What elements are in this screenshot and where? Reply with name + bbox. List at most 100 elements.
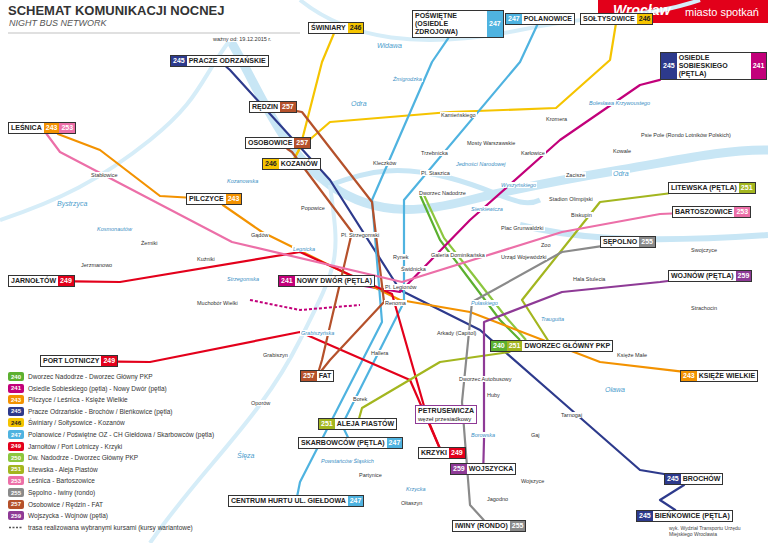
route-badge: 249 [58, 276, 74, 286]
legend-text: Leśnica - Bartoszowice [28, 477, 95, 484]
credit-note: wyk. Wydział Transportu Urzędu Miejskieg… [668, 526, 766, 537]
route-badge: 245 [661, 53, 677, 79]
route-badge: 247 [487, 11, 503, 37]
terminal-box: KRZYKI249 [418, 447, 466, 459]
terminal-name: BIEŃKOWICE (PĘTLA) [653, 511, 732, 521]
terminal-name: IWINY (RONDO) [453, 521, 510, 531]
stop-name: Kromera [545, 116, 568, 122]
terminal-name: NOWY DWÓR (PĘTLA) [295, 276, 374, 286]
legend-text: Jarnołtów / Port Lotniczy - Krzyki [28, 443, 122, 450]
stop-name: Jagodno [486, 496, 509, 502]
route-badge: 241 [751, 53, 767, 79]
street-name: Kosmonautów [96, 226, 133, 232]
legend-text: trasa realizowana wybranymi kursami (kur… [28, 524, 193, 531]
bus-route [297, 38, 448, 495]
bus-route [287, 149, 352, 370]
route-number: 250 [11, 455, 21, 461]
terminal-box: 241NOWY DWÓR (PĘTLA) [278, 275, 375, 287]
street-name: Legnicka [292, 246, 316, 252]
route-badge: 257 [280, 102, 296, 112]
logo-slogan: miasto spotkań [684, 6, 760, 18]
legend-swatch: 246 [8, 418, 24, 427]
stop-name: Plac Grunwaldzki [500, 225, 545, 231]
terminal-name: KRZYKI [419, 448, 449, 458]
terminal-box: 247POLANOWICE [505, 13, 575, 25]
stop-name: Galeria Dominikańska [430, 252, 486, 258]
stop-name: Kowale [612, 148, 632, 154]
variant-route [250, 300, 360, 310]
river-name: Bystrzyca [56, 200, 88, 208]
route-badge: 253 [59, 123, 75, 133]
stop-name: Trzebnicka [420, 150, 449, 156]
terminal-box: 246KOZANÓW [262, 158, 321, 170]
bus-route [58, 134, 186, 198]
route-number: 240 [11, 374, 21, 380]
stop-name: Oporów [250, 400, 271, 406]
legend-row: 251 Litewska - Aleja Piastów [8, 465, 98, 474]
legend-text: Osiedle Sobieskiego (pętla) - Nowy Dwór … [28, 385, 167, 392]
stop-name: Stabłowice [90, 172, 119, 178]
terminal-name: KSIĘŻE WIELKIE [697, 371, 757, 381]
terminal-name: POŚWIĘTNE (OSIEDLE ZDROJOWA) [413, 11, 487, 37]
terminal-name: BROCHÓW [681, 474, 723, 484]
bus-route [340, 80, 660, 292]
stop-name: Arkady (Capitol) [436, 330, 477, 336]
stop-name: Hala Stulecia [572, 276, 606, 282]
terminal-box: LEŚNICA243253 [8, 122, 76, 134]
route-badge: 249 [449, 448, 465, 458]
terminal-box: CENTRUM HURTU UL. GIEŁDOWA247 [228, 495, 364, 507]
legend-swatch: 255 [8, 488, 24, 497]
legend-text: Litewska - Aleja Piastów [28, 466, 98, 473]
terminal-name: SKARBOWCÓW (PĘTLA) [299, 438, 387, 448]
river-name: Oława [604, 386, 626, 394]
route-badge: 257 [294, 138, 310, 148]
route-badge: 251 [739, 183, 755, 193]
stop-name: Żerniki [140, 240, 159, 246]
legend-swatch: 245 [8, 407, 24, 416]
route-badge: 247 [387, 438, 403, 448]
street-name: Borowska [470, 432, 496, 438]
legend-swatch: 257 [8, 500, 24, 509]
legend-text: Wojszycka - Wojnów (pętla) [28, 512, 108, 519]
terminal-name: DWORZEC GŁÓWNY PKP [522, 341, 612, 351]
street-name: Traugutta [540, 316, 565, 322]
legend-line-sample [8, 523, 24, 532]
route-badge: 253 [734, 207, 750, 217]
terminal-name: PILCZYCE [187, 194, 226, 204]
stop-name: Karłowice [520, 150, 546, 156]
legend-row: 250 Dw. Nadodrze - Dworzec Główny PKP [8, 453, 138, 462]
terminal-box: 251ALEJA PIASTÓW [318, 418, 397, 430]
stop-name: Swojczyce [690, 247, 718, 253]
route-number: 251 [11, 466, 21, 472]
legend-text: Dw. Nadodrze - Dworzec Główny PKP [28, 454, 138, 461]
route-number: 249 [11, 443, 21, 449]
terminal-box: 243KSIĘŻE WIELKIE [680, 370, 758, 382]
interchange-box: PETRUSEWICZAwęzeł przesiadkowy [415, 405, 477, 424]
route-badge: 247 [506, 14, 522, 24]
street-name: Bolesława Krzywoustego [588, 100, 651, 106]
terminal-name: OSIEDLE SOBIESKIEGO (PĘTLA) [677, 53, 751, 79]
route-badge: 245 [637, 511, 653, 521]
terminal-name: ŚWINIARY [309, 23, 348, 33]
legend-text: Świniary / Sołtysowice - Kozanów [28, 419, 125, 426]
terminal-name: POLANOWICE [522, 14, 574, 24]
terminal-name: PETRUSEWICZA [416, 406, 476, 416]
bus-route [295, 34, 334, 158]
legend-swatch: 250 [8, 453, 24, 462]
stop-name: Huby [486, 392, 501, 398]
dashed-line [9, 527, 23, 529]
legend-swatch: 247 [8, 430, 24, 439]
legend-text: Polanowice / Poświętne OZ - CH Giełdowa … [28, 431, 214, 438]
stop-name: Gądów [250, 232, 269, 238]
bus-route [359, 352, 509, 418]
street-name: Pułaskiego [470, 300, 499, 306]
stop-name: Wojszyce [520, 478, 545, 484]
route-badge: 249 [101, 356, 117, 366]
route-badge: 245 [171, 56, 187, 66]
stop-name: Psie Pole (Rondo Lotników Polskich) [640, 132, 732, 138]
terminal-name: PRACZE ODRZAŃSKIE [187, 56, 268, 66]
route-badge: 251 [507, 341, 523, 351]
terminal-name: ALEJA PIASTÓW [335, 419, 396, 429]
